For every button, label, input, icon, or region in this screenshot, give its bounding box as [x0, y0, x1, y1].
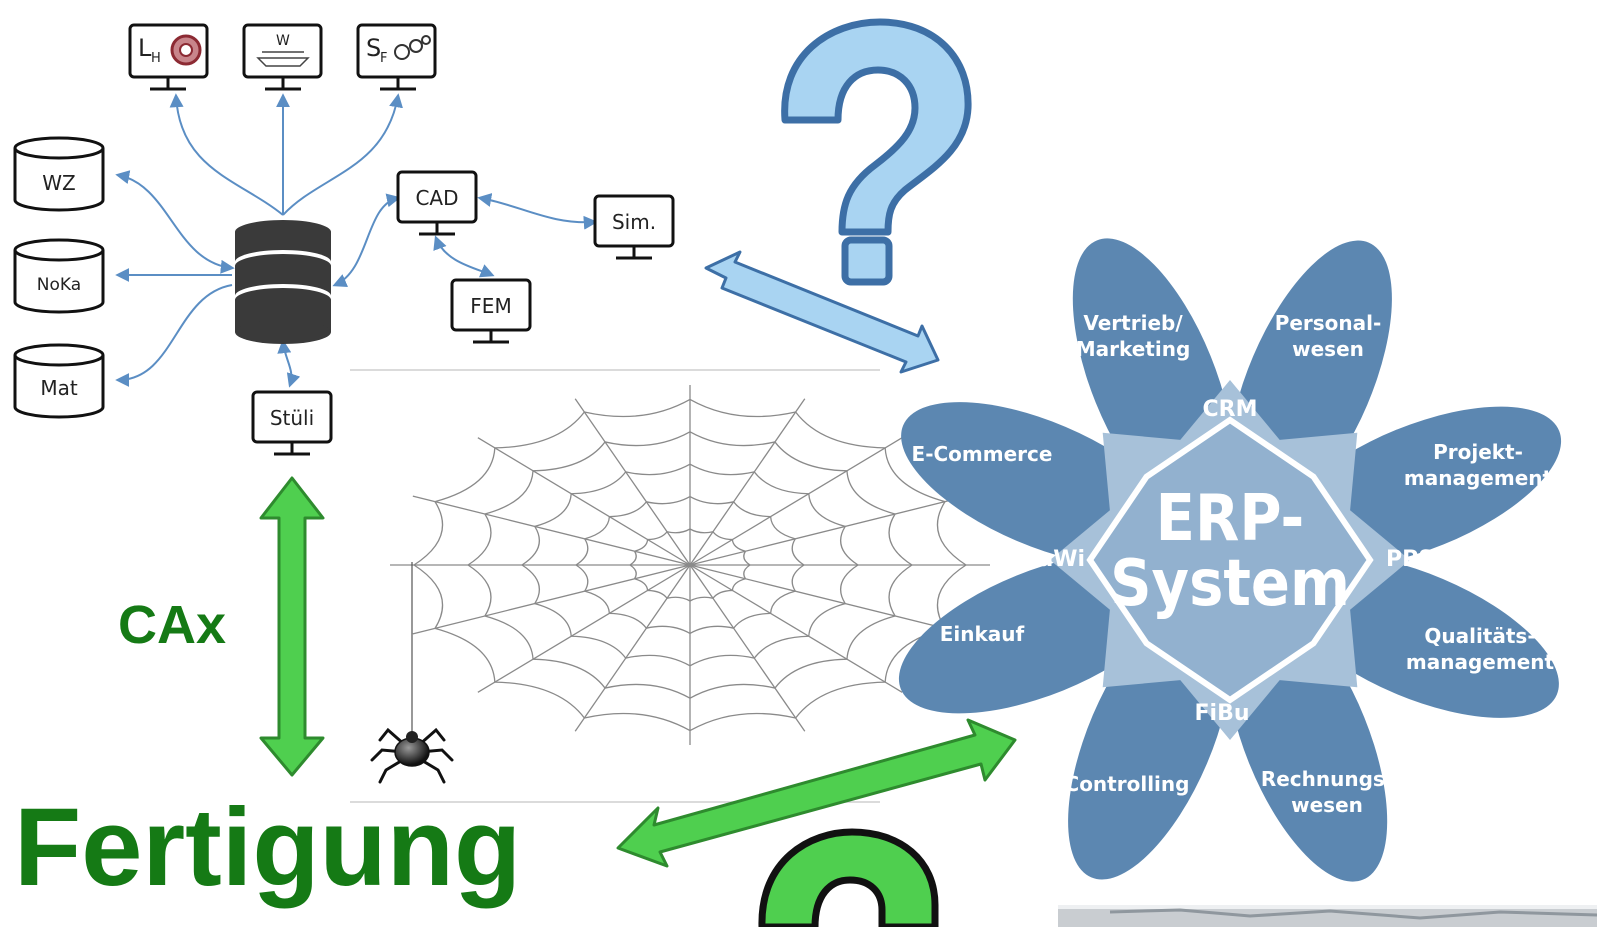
gears-icon — [394, 35, 431, 60]
erp-hub-crm: CRM — [1203, 397, 1258, 422]
monitor-lh: L H — [128, 23, 209, 91]
green-question-mark-partial-icon — [758, 828, 939, 927]
monitor-w: W — [242, 23, 323, 91]
question-mark-icon — [781, 18, 972, 286]
erp-hub-fibu: FiBu — [1195, 701, 1250, 726]
monitor-lh-subscript: H — [151, 51, 161, 66]
erp-core-line1: ERP- — [1156, 482, 1305, 556]
erp-petal-qualitaet-1: Qualitäts- — [1424, 624, 1535, 648]
monitor-sf-label: S — [366, 34, 381, 62]
blue-double-arrow — [704, 250, 940, 374]
database-mat: Mat — [13, 343, 105, 419]
monitor-stueli: Stüli — [251, 390, 333, 456]
erp-system-diagram: ERP- System CRM PPS FiBu WaWi Vertrieb/ … — [898, 238, 1562, 882]
erp-core-line2: System — [1110, 547, 1350, 621]
erp-petal-qualitaet-2: management — [1406, 650, 1555, 674]
erp-petal-vertrieb-1: Vertrieb/ — [1083, 311, 1183, 335]
monitor-sim: Sim. — [593, 194, 675, 260]
database-wz: WZ — [13, 136, 105, 212]
cax-network: L H W S F — [13, 23, 675, 456]
erp-core-hexagon — [1086, 416, 1374, 704]
cax-label: CAx — [118, 595, 226, 655]
bearing-icon — [170, 34, 202, 66]
monitor-fem: FEM — [450, 278, 532, 344]
photo-strip-partial — [1058, 905, 1597, 927]
database-noka: NoKa — [13, 238, 105, 314]
erp-petal-vertrieb-2: Marketing — [1076, 337, 1191, 361]
monitor-sim-label: Sim. — [612, 210, 656, 234]
monitor-sf: S F — [356, 23, 437, 91]
erp-petal-projekt-1: Projekt- — [1433, 440, 1523, 464]
erp-petal-einkauf: Einkauf — [940, 622, 1025, 646]
monitor-lh-label: L — [138, 34, 152, 62]
erp-hub-wawi: WaWi — [1015, 547, 1085, 572]
erp-petal-projekt-2: management — [1404, 466, 1553, 490]
green-vertical-double-arrow — [259, 476, 325, 777]
spider-icon — [370, 727, 454, 784]
central-database-icon — [235, 220, 331, 344]
network-connections — [115, 93, 598, 388]
spider-web-illustration — [350, 369, 990, 803]
beam-icon — [256, 51, 310, 67]
fertigung-label: Fertigung — [14, 786, 521, 909]
monitor-w-label: W — [276, 33, 290, 49]
monitor-cad-label: CAD — [415, 186, 458, 210]
database-wz-label: WZ — [42, 171, 75, 195]
web-threads — [390, 385, 990, 745]
erp-petal-personal-2: wesen — [1292, 337, 1364, 361]
erp-petal-ecommerce: E-Commerce — [912, 442, 1053, 466]
erp-hub-pps: PPS — [1386, 547, 1434, 572]
database-noka-label: NoKa — [37, 275, 81, 295]
database-mat-label: Mat — [40, 376, 78, 400]
erp-petal-rechnung-2: wesen — [1291, 793, 1363, 817]
monitor-stueli-label: Stüli — [270, 406, 314, 430]
monitor-sf-subscript: F — [380, 51, 387, 66]
erp-petal-rechnung-1: Rechnungs- — [1261, 767, 1393, 791]
monitor-cad: CAD — [396, 170, 478, 236]
erp-petal-personal-1: Personal- — [1275, 311, 1382, 335]
monitor-fem-label: FEM — [470, 294, 511, 318]
green-diagonal-double-arrow — [616, 718, 1017, 868]
erp-petal-controlling: Controlling — [1065, 772, 1190, 796]
